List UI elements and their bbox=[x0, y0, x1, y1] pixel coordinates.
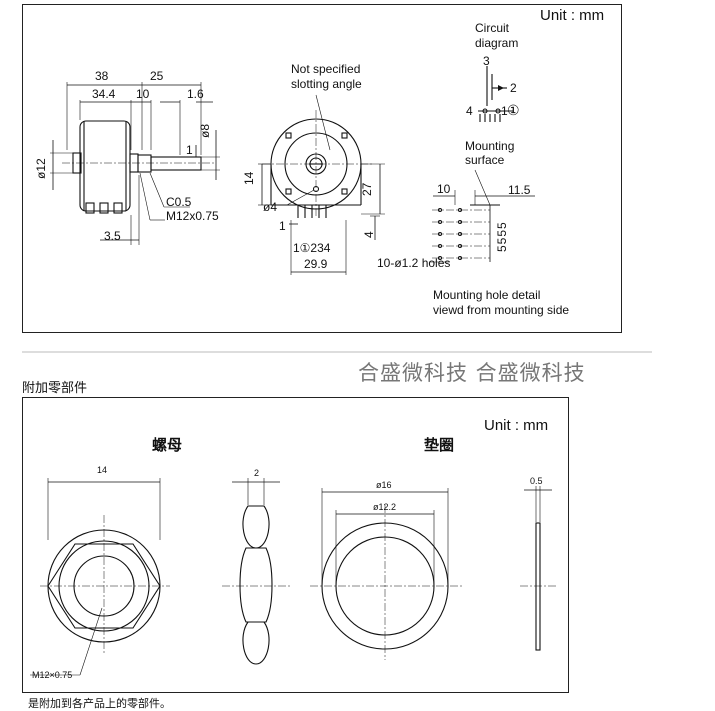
nut-drawing bbox=[30, 478, 170, 676]
dim-1-6: 1.6 bbox=[187, 87, 204, 101]
nut-title: 螺母 bbox=[152, 437, 183, 454]
nut-width-dim: 14 bbox=[97, 465, 108, 475]
circuit-diagram-title-1: Circuit bbox=[475, 21, 510, 35]
nut-thickness-dim: 2 bbox=[254, 468, 260, 478]
holes-label: 10-ø1.2 holes bbox=[377, 256, 451, 270]
slotting-note-2: slotting angle bbox=[291, 77, 362, 91]
mounting-surface-1: Mounting bbox=[465, 139, 515, 153]
dim-10: 10 bbox=[136, 87, 150, 101]
washer-thickness-dim: 0.5 bbox=[530, 476, 543, 486]
front-view-dimensions bbox=[258, 94, 385, 275]
circuit-pin-2: 2 bbox=[510, 81, 517, 95]
dim-11-5: 11.5 bbox=[508, 183, 531, 197]
footnote: 是附加到各产品上的零部件。 bbox=[28, 698, 171, 710]
dim-38: 38 bbox=[95, 69, 109, 83]
dim-10-mount: 10 bbox=[437, 182, 451, 196]
unit-label: Unit : mm bbox=[540, 7, 605, 24]
circuit-diagram-symbol bbox=[478, 66, 513, 122]
section-title: 附加零部件 bbox=[22, 380, 88, 395]
dim-25: 25 bbox=[150, 69, 164, 83]
dim-34-4: 34.4 bbox=[92, 87, 116, 101]
nut-side-drawing bbox=[222, 478, 290, 665]
circuit-pin-4: 4 bbox=[466, 104, 473, 118]
dim-1-front: 1 bbox=[279, 219, 286, 233]
accessories-unit-label: Unit : mm bbox=[484, 417, 549, 434]
dim-29-9: 29.9 bbox=[304, 257, 328, 271]
washer-drawing bbox=[310, 488, 462, 660]
detail-note-2: viewd from mounting side bbox=[433, 303, 570, 317]
watermark-text: 合盛微科技 合盛微科技 bbox=[358, 361, 586, 385]
dim-phi4: ø4 bbox=[263, 200, 278, 214]
dim-3-5: 3.5 bbox=[104, 229, 121, 243]
washer-outer-dim: ø16 bbox=[376, 480, 392, 490]
mounting-surface-2: surface bbox=[465, 153, 505, 167]
dim-m12: M12x0.75 bbox=[166, 209, 219, 223]
detail-note-1: Mounting hole detail bbox=[433, 288, 541, 302]
circuit-pin-3: 3 bbox=[483, 54, 490, 68]
nut-thread-label: M12×0.75 bbox=[32, 670, 73, 680]
circuit-diagram-title-2: diagram bbox=[475, 36, 519, 50]
pin-numbers: 1①234 bbox=[293, 241, 331, 255]
washer-title: 垫圈 bbox=[424, 437, 455, 454]
accessories-frame bbox=[22, 397, 569, 693]
slotting-note-1: Not specified bbox=[291, 62, 361, 76]
washer-inner-dim: ø12.2 bbox=[373, 502, 397, 512]
circuit-pin-1: 1 bbox=[501, 104, 508, 118]
side-view-dimensions bbox=[50, 82, 220, 245]
mounting-hole-detail bbox=[430, 169, 535, 263]
circuit-pin-1-circled: ① bbox=[507, 102, 520, 118]
dim-1-side: 1 bbox=[186, 143, 193, 157]
dim-c0-5: C0.5 bbox=[166, 195, 192, 209]
washer-side-drawing bbox=[520, 486, 556, 651]
side-view-body bbox=[62, 120, 215, 214]
top-drawing-frame bbox=[22, 4, 622, 333]
